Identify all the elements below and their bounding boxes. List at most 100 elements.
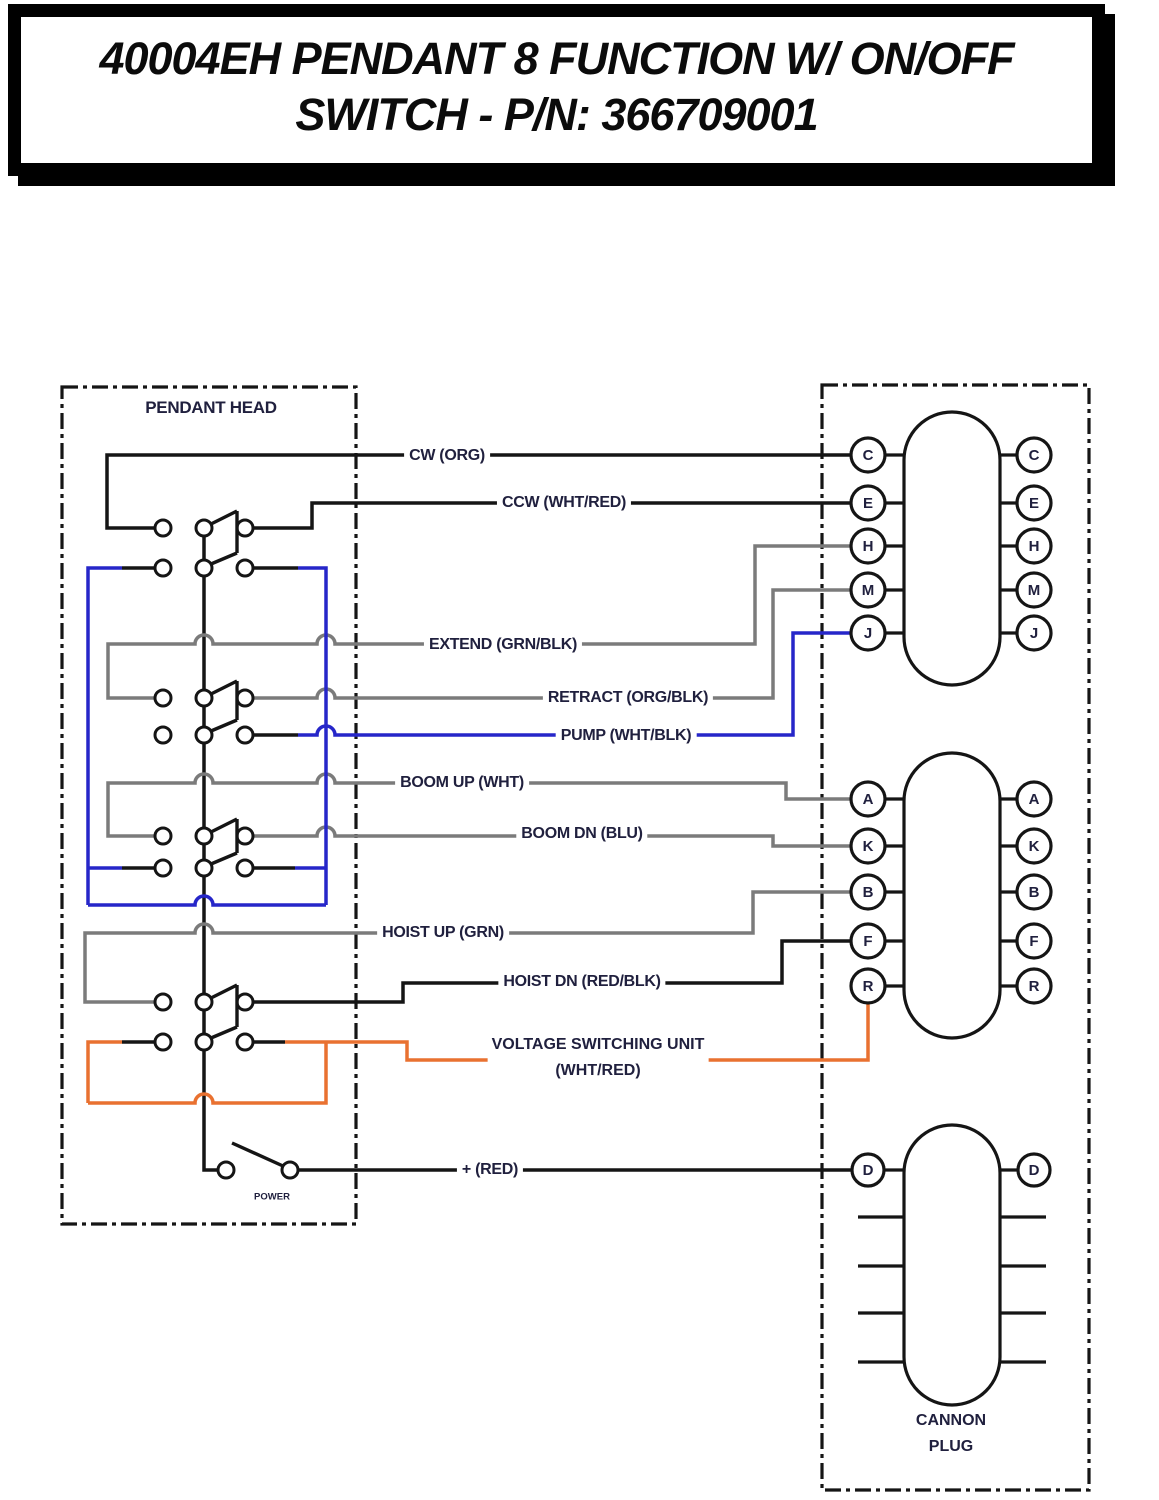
label-hoist-up: HOIST UP (GRN) (377, 924, 509, 942)
sw2-contact (153, 725, 173, 745)
title-box: 40004EH PENDANT 8 FUNCTION W/ ON/OFF SWI… (8, 4, 1105, 176)
sw3-contact (153, 826, 173, 846)
pendant-head-box (60, 385, 358, 1226)
orange-loop-bottom (88, 1042, 328, 1105)
label-vsu-line2: (WHT/RED) (555, 1062, 641, 1079)
connector-capsules (902, 410, 1002, 1407)
pin-a-left (849, 780, 887, 818)
pin-label-r-left: R (863, 978, 874, 995)
orange-loop-left (86, 1040, 122, 1103)
wire-hoist-dn (253, 939, 851, 1004)
sw1-contact (194, 558, 214, 578)
pin-e-left (849, 484, 887, 522)
label-cw: CW (ORG) (404, 447, 490, 465)
pin-k-right (1015, 827, 1053, 865)
pin-m-left (849, 571, 887, 609)
wire-retract (253, 588, 851, 700)
pin-label-h-right: H (1029, 538, 1040, 555)
sw1-contact (235, 558, 255, 578)
pin-label-a-left: A (863, 791, 874, 808)
orange-wires (86, 1003, 870, 1105)
pin-label-j-right: J (1030, 625, 1038, 642)
sw2-contact (153, 688, 173, 708)
pin-label-b-right: B (1029, 884, 1040, 901)
capsule1-stubs (885, 453, 1017, 635)
pin-label-k-right: K (1029, 838, 1040, 855)
cannon-plug-label: CANNON PLUG (911, 1408, 991, 1460)
pin-label-f-right: F (1029, 933, 1038, 950)
pin-label-f-left: F (863, 933, 872, 950)
pin-label-r-right: R (1029, 978, 1040, 995)
label-retract: RETRACT (ORG/BLK) (542, 689, 714, 707)
blue-loop-bottom (88, 894, 326, 907)
pin-a-right (1015, 780, 1053, 818)
contact-stubs (122, 566, 298, 1044)
pin-label-e-right: E (1029, 495, 1039, 512)
pin-h-left (849, 527, 887, 565)
sw4-contact (235, 1032, 255, 1052)
blue-loop-left (86, 566, 122, 905)
label-extend: EXTEND (GRN/BLK) (423, 636, 583, 654)
sw2-contact (235, 725, 255, 745)
pin-j-right (1015, 614, 1053, 652)
label-power-red: + (RED) (456, 1161, 524, 1179)
sw2-contact (235, 688, 255, 708)
sw3-contact (235, 826, 255, 846)
label-ccw: CCW (WHT/RED) (496, 494, 632, 512)
pin-letters: C E H M J C E H M J A K B F R A K B F R … (862, 447, 1041, 1179)
sw1-contact (153, 518, 173, 538)
pin-stubs (858, 453, 1046, 1364)
pin-label-k-left: K (863, 838, 874, 855)
pins-group1 (849, 436, 1053, 652)
pin-j-left (849, 614, 887, 652)
sw4-contact (194, 1032, 214, 1052)
common-bus (202, 528, 218, 1172)
pin-label-d-left: D (863, 1162, 874, 1179)
label-pump: PUMP (WHT/BLK) (555, 727, 697, 745)
cannon-plug-label-line1: CANNON (915, 1412, 987, 1429)
pin-c-left (849, 436, 887, 474)
switch-blades (210, 509, 284, 1168)
wire-boom-dn (253, 825, 851, 848)
wire-pump (298, 631, 851, 737)
pin-label-h-left: H (863, 538, 874, 555)
pin-label-m-left: M (862, 582, 875, 599)
sw4-contact (194, 992, 214, 1012)
pin-label-b-left: B (863, 884, 874, 901)
power-switch-contact (280, 1160, 300, 1180)
wire-cw (105, 453, 851, 530)
sw4-contact (235, 992, 255, 1012)
blue-loop-right (298, 566, 328, 905)
label-hoist-dn: HOIST DN (RED/BLK) (498, 973, 666, 991)
pin-label-c-left: C (863, 447, 874, 464)
switch-1-blade (210, 509, 239, 566)
capsule3-spare-ticks (858, 1215, 1046, 1364)
pin-label-d-right: D (1029, 1162, 1040, 1179)
switch-contacts (153, 518, 300, 1180)
pin-b-right (1015, 873, 1053, 911)
title-line1: 40004EH PENDANT 8 FUNCTION W/ ON/OFF (99, 33, 1014, 84)
pin-h-right (1015, 527, 1053, 565)
sw3-contact (235, 858, 255, 878)
sw3-contact (194, 858, 214, 878)
pins-group2 (849, 780, 1053, 1005)
pin-d-right (1016, 1152, 1052, 1188)
capsule-2 (902, 751, 1002, 1040)
pin-e-right (1015, 484, 1053, 522)
pin-label-m-right: M (1028, 582, 1041, 599)
power-switch-blade (231, 1141, 284, 1168)
power-switch-contact (216, 1160, 236, 1180)
switch-4-blade (210, 983, 239, 1040)
wire-vsu (285, 1003, 870, 1062)
pendant-head-label: PENDANT HEAD (140, 398, 282, 418)
sw4-contact (153, 992, 173, 1012)
sw3-contact (194, 826, 214, 846)
pin-r-right (1015, 967, 1053, 1005)
pin-r-left (849, 967, 887, 1005)
pin-k-left (849, 827, 887, 865)
sw1-contact (194, 518, 214, 538)
label-vsu-line1: VOLTAGE SWITCHING UNIT (491, 1036, 705, 1053)
label-boom-up: BOOM UP (WHT) (395, 774, 529, 792)
